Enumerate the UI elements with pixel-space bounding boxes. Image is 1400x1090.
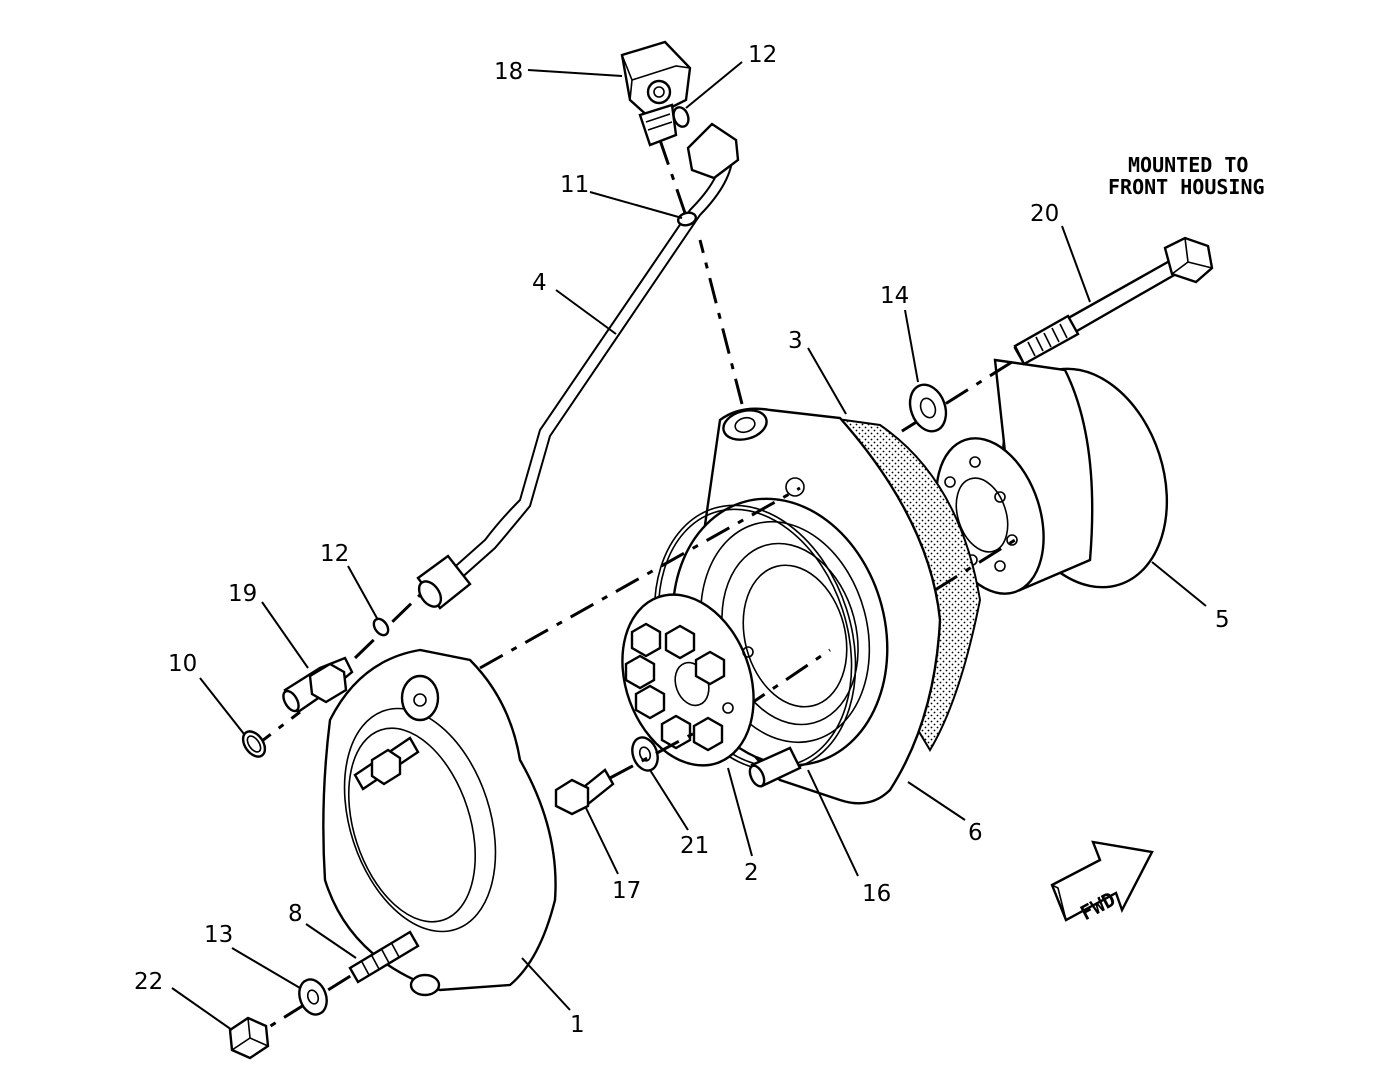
callout-19: 19 <box>228 581 257 607</box>
callout-8: 8 <box>288 901 303 927</box>
note-line-1: MOUNTED TO <box>1128 153 1248 177</box>
part-18-elbow <box>620 40 692 147</box>
note-line-2: FRONT HOUSING <box>1108 175 1265 199</box>
housing-stud <box>748 746 802 788</box>
callout-20: 20 <box>1030 201 1059 227</box>
centerline-11 <box>658 139 688 217</box>
part-13-washer <box>298 978 328 1016</box>
part-1-cover <box>322 648 557 997</box>
callout-16: 16 <box>862 881 891 907</box>
callout-5: 5 <box>1215 607 1230 633</box>
centerline-12-left <box>353 593 422 660</box>
part-21-washer <box>631 736 659 772</box>
centerline-17 <box>609 728 701 780</box>
part-2-plate <box>621 593 755 767</box>
centerline-housing-right <box>934 538 1016 592</box>
callout-17: 17 <box>612 878 641 904</box>
callout-6: 6 <box>968 820 983 846</box>
part-8-stud <box>348 930 420 984</box>
part-5-rear-housing <box>935 358 1169 595</box>
part-12-o-ring-top <box>672 106 690 128</box>
part-17-bolt <box>554 768 615 816</box>
callout-18: 18 <box>494 59 523 85</box>
part-10-o-ring <box>241 730 267 758</box>
part-8-stud-upper <box>353 736 420 791</box>
centerline-main <box>479 486 801 670</box>
centerline-housing-top <box>698 239 744 405</box>
callout-11: 11 <box>560 172 589 198</box>
leader-lines <box>171 61 1207 1031</box>
callout-22: 22 <box>134 969 163 995</box>
part-12-o-ring-left <box>372 617 390 637</box>
callout-12-top: 12 <box>748 42 777 68</box>
callout-4: 4 <box>532 270 547 296</box>
callout-10: 10 <box>168 651 197 677</box>
part-14-washer <box>908 383 948 433</box>
callout-2: 2 <box>744 860 759 886</box>
callout-21: 21 <box>680 833 709 859</box>
fwd-arrow: FWD <box>1050 840 1154 925</box>
part-4-tube <box>416 122 740 610</box>
part-22-nut <box>228 1016 270 1060</box>
callout-12-left: 12 <box>320 541 349 567</box>
part-6-main-housing <box>671 407 942 805</box>
callout-14: 14 <box>880 283 909 309</box>
callout-3: 3 <box>788 328 803 354</box>
callout-1: 1 <box>570 1012 585 1038</box>
callout-13: 13 <box>204 922 233 948</box>
part-20-bolt <box>1013 236 1214 366</box>
